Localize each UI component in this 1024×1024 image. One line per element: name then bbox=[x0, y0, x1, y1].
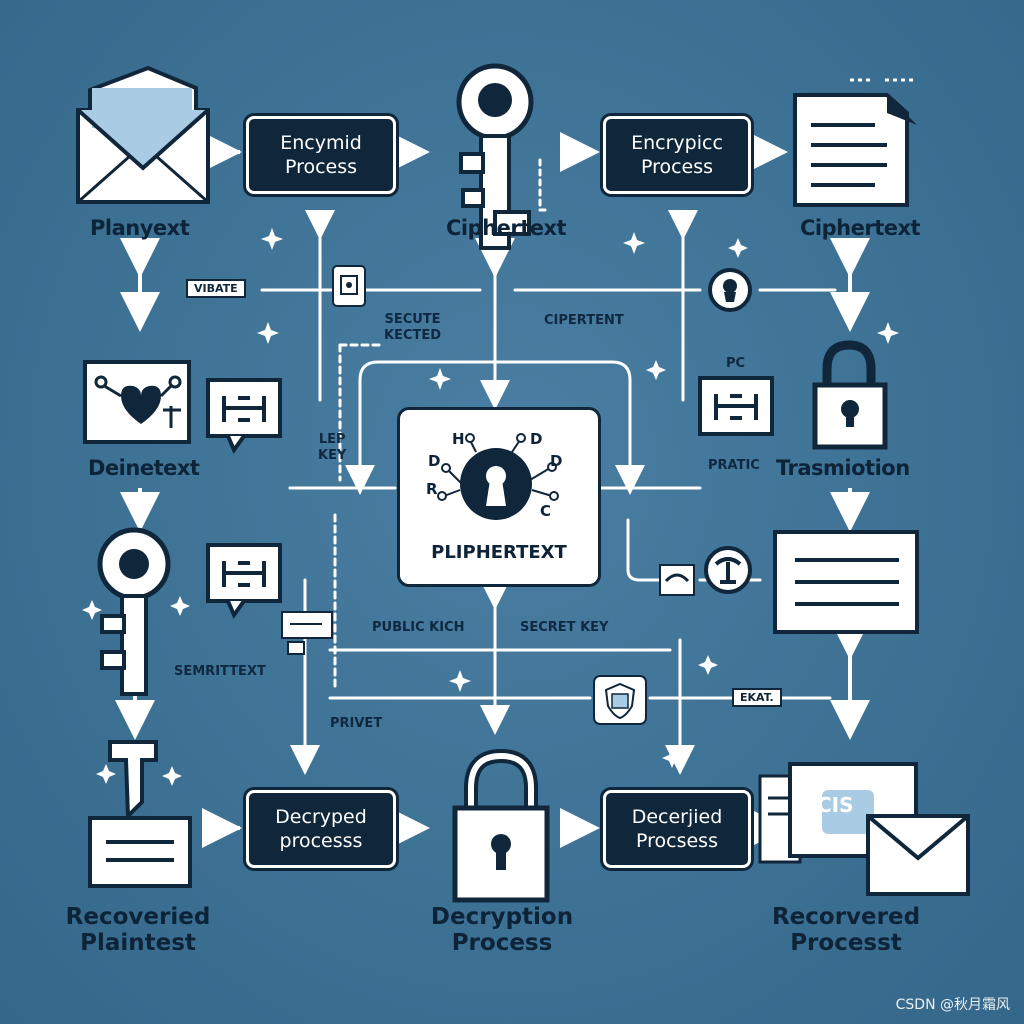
double-arrows bbox=[115, 132, 870, 848]
mini-card-icon bbox=[281, 611, 333, 655]
process-box-line-1: Decerjied bbox=[631, 806, 723, 828]
connector-right-hook bbox=[626, 518, 662, 582]
lock-badge-icon bbox=[708, 268, 752, 312]
recovered-process-line-2: Processt bbox=[790, 930, 902, 956]
center-cipher-node: H D D D C R PLIPHERTEXT bbox=[397, 407, 601, 587]
vibate-tag: VIBATE bbox=[186, 279, 246, 298]
ciphertext-label-mid: Ciphertext bbox=[446, 216, 567, 240]
decryption-process-line-2: Process bbox=[451, 930, 553, 956]
recovered-process-line-1: Recorvered bbox=[771, 904, 921, 930]
document-icon bbox=[793, 93, 917, 207]
secret-key-label: SECRET KEY bbox=[520, 620, 609, 635]
small-box-icon bbox=[659, 564, 695, 596]
padlock-icon-bottom bbox=[452, 748, 550, 903]
recovered-plaintext-line-1: Recoveried bbox=[65, 904, 211, 930]
document-badge: CIS bbox=[817, 793, 854, 817]
recovered-plaintext-line-2: Plaintest bbox=[80, 930, 196, 956]
encrypt-process-box-right: Encrypicc Process bbox=[603, 116, 751, 194]
key-card-icon bbox=[88, 740, 192, 888]
shield-chip-icon bbox=[593, 675, 647, 725]
process-box-line-2: Process bbox=[284, 156, 358, 178]
process-box-line-1: Decryped bbox=[275, 806, 367, 828]
heart-card-icon bbox=[83, 360, 191, 444]
connector-inner-loop bbox=[358, 360, 632, 472]
lep-key-label: LEP KEY bbox=[318, 432, 346, 464]
deinetext-label: Deinetext bbox=[88, 456, 200, 480]
decryption-process-line-1: Decryption bbox=[430, 904, 574, 930]
connector-lines bbox=[260, 158, 837, 775]
padlock-icon-right bbox=[812, 340, 888, 450]
center-letter: H bbox=[452, 430, 465, 448]
center-letter: D bbox=[550, 452, 563, 470]
decrypt-process-box-right: Decerjied Procsess bbox=[603, 790, 751, 868]
center-letter: C bbox=[540, 502, 552, 520]
encrypt-process-box-left: Encymid Process bbox=[246, 116, 396, 194]
process-box-line-2: Process bbox=[640, 156, 714, 178]
pratic-label: PRATIC bbox=[708, 458, 760, 473]
lep-key-line-2: KEY bbox=[318, 448, 347, 463]
recovered-plaintext-label: Recoveried Plaintest bbox=[48, 904, 228, 956]
key-icon bbox=[456, 63, 534, 250]
docs-envelope-icon bbox=[758, 762, 970, 896]
key-icon-left bbox=[97, 527, 171, 696]
privet-label: PRIVET bbox=[330, 716, 383, 731]
transmission-label: Trasmiotion bbox=[776, 456, 910, 480]
center-letter: R bbox=[426, 480, 438, 498]
lep-key-line-1: LEP bbox=[318, 432, 346, 447]
secure-keyed-label: SECUTE KECTED bbox=[384, 312, 441, 344]
envelope-icon bbox=[76, 65, 210, 204]
decrypt-process-box-left: Decryped processs bbox=[246, 790, 396, 868]
center-keyhole-icon bbox=[437, 433, 559, 520]
center-letter: D bbox=[530, 430, 543, 448]
sparkle-decorations bbox=[82, 228, 899, 786]
process-box-line-2: Procsess bbox=[636, 830, 718, 852]
bubble-icon-right bbox=[698, 376, 774, 436]
watermark: CSDN @秋月霜风 bbox=[895, 997, 1010, 1013]
process-box-line-1: Encrypicc bbox=[631, 132, 723, 154]
ciphertext-small-label: CIPERTENT bbox=[544, 313, 624, 328]
bubble-icon-lower bbox=[206, 543, 282, 620]
ciphertext-label-right: Ciphertext bbox=[800, 216, 921, 240]
center-label: PLIPHERTEXT bbox=[431, 542, 567, 563]
plaintext-label: Planyext bbox=[90, 216, 190, 240]
semiritext-label: SEMRITTEXT bbox=[174, 664, 266, 679]
list-document-icon bbox=[773, 530, 919, 634]
public-key-label: PUBLIC KICH bbox=[372, 620, 465, 635]
center-letter: D bbox=[428, 452, 441, 470]
secure-keyed-line-1: SECUTE bbox=[384, 312, 441, 327]
process-box-line-2: processs bbox=[279, 830, 363, 852]
bubble-icon-upper bbox=[206, 378, 282, 455]
ekat-tag: EKAT. bbox=[732, 688, 782, 707]
pc-label: PC bbox=[726, 356, 746, 371]
process-box-line-1: Encymid bbox=[280, 132, 362, 154]
recovered-process-label: Recorvered Processt bbox=[756, 904, 936, 956]
decryption-process-label: Decryption Process bbox=[412, 904, 592, 956]
secure-keyed-line-2: KECTED bbox=[384, 328, 442, 343]
stamp-icon bbox=[704, 546, 752, 594]
chip-icon bbox=[332, 265, 366, 307]
